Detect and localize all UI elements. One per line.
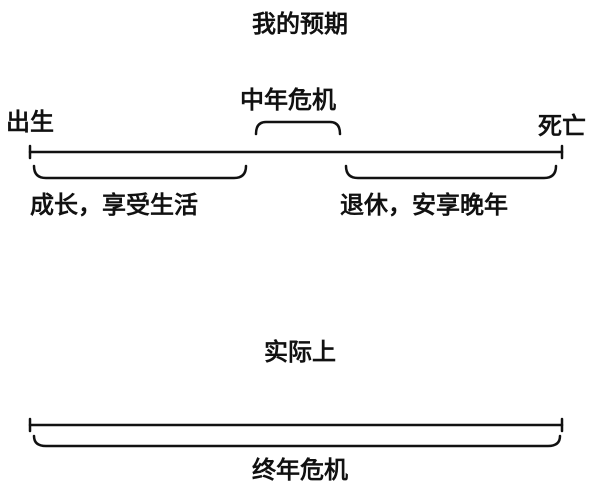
- early-brace: [32, 164, 248, 180]
- late-life-label: 退休，安享晚年: [340, 191, 508, 219]
- birth-label: 出生: [6, 108, 54, 136]
- lifelong-crisis-label: 终年危机: [252, 456, 348, 484]
- early-life-label: 成长，享受生活: [30, 191, 198, 219]
- midlife-crisis-label: 中年危机: [240, 86, 336, 114]
- late-brace: [344, 164, 558, 180]
- midlife-brace: [254, 120, 342, 136]
- expected-title: 我的预期: [252, 10, 348, 38]
- lifelong-brace: [32, 434, 562, 448]
- actual-title: 实际上: [264, 338, 336, 366]
- death-label: 死亡: [538, 112, 586, 140]
